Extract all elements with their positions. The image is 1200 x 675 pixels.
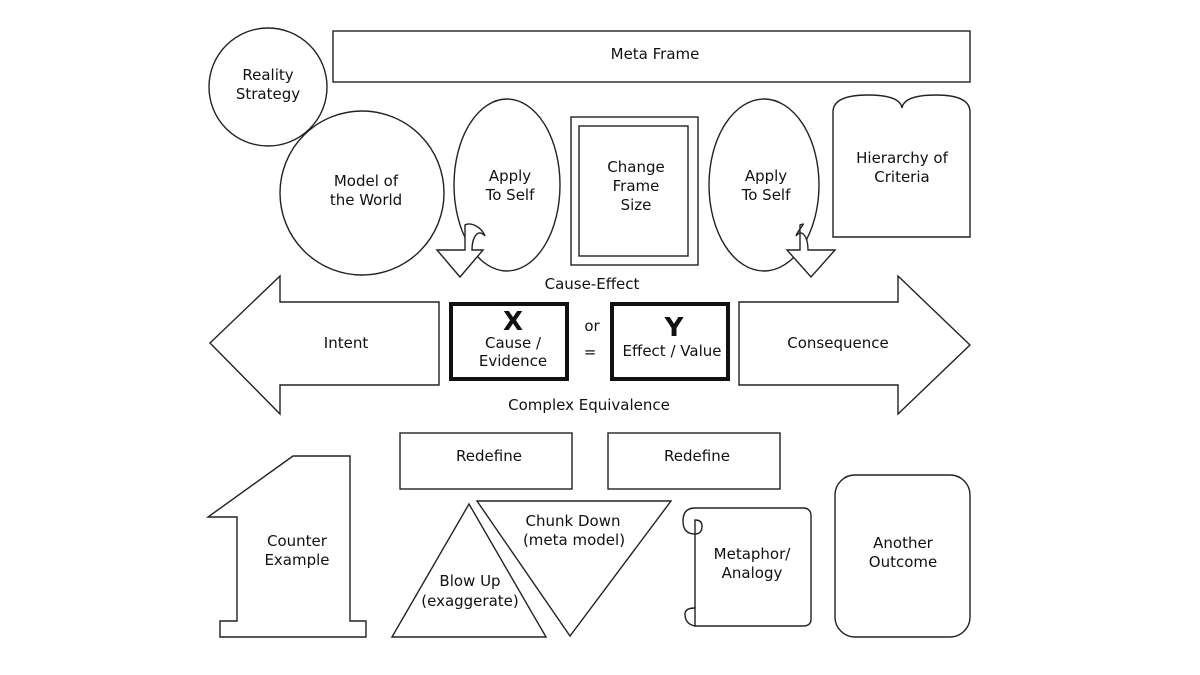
apply-to-self-right-arrow (785, 223, 837, 279)
metaphor-scroll-curl (682, 507, 703, 608)
meta-frame-box (332, 30, 971, 83)
hierarchy-of-criteria-shape (832, 94, 971, 238)
another-outcome-line-1: Another (873, 534, 934, 552)
x-box-line-1: Cause / (485, 334, 542, 352)
chunk-down-line-1: Chunk Down (526, 512, 621, 530)
another-outcome-node: Another Outcome (834, 474, 971, 638)
intent-label: Intent (324, 334, 369, 352)
blow-up-triangle (390, 502, 548, 638)
metaphor-line-1: Metaphor/ (714, 545, 792, 563)
metaphor-scroll-body (684, 507, 812, 627)
y-box-node: Y Effect / Value (610, 302, 730, 381)
x-box-line-2: Evidence (479, 352, 547, 370)
counter-example-line-1: Counter (267, 532, 328, 550)
reality-strategy-node: Reality Strategy (208, 27, 328, 147)
cause-effect-label: Cause-Effect (545, 275, 640, 293)
blow-up-node: Blow Up (exaggerate) (390, 502, 548, 638)
redefine-left-node: Redefine (399, 432, 573, 490)
counter-example-line-2: Example (264, 551, 329, 569)
change-frame-size-inner (578, 125, 689, 257)
intent-arrow (209, 274, 440, 416)
change-frame-size-line-2: Frame (613, 177, 660, 195)
hierarchy-of-criteria-line-2: Criteria (874, 168, 929, 186)
or-label: or (584, 317, 600, 335)
apply-to-self-right-line-1: Apply (745, 167, 787, 185)
apply-to-self-right-ellipse (708, 98, 820, 272)
apply-to-self-right-node: Apply To Self (708, 98, 837, 279)
change-frame-size-line-1: Change (607, 158, 664, 176)
redefine-left-label: Redefine (456, 447, 522, 465)
hierarchy-of-criteria-node: Hierarchy of Criteria (832, 94, 971, 238)
counter-example-shape (205, 455, 367, 638)
consequence-node: Consequence (738, 274, 972, 416)
y-box (610, 302, 730, 381)
y-symbol: Y (664, 313, 685, 343)
chunk-down-triangle (475, 500, 673, 638)
consequence-arrow (738, 274, 972, 416)
consequence-label: Consequence (787, 334, 888, 352)
y-box-label: Effect / Value (623, 342, 722, 360)
apply-to-self-left-node: Apply To Self (435, 98, 561, 279)
x-symbol: X (503, 307, 523, 337)
model-of-world-line-2: the World (330, 191, 402, 209)
redefine-right-box (607, 432, 781, 490)
apply-to-self-left-arrow (435, 223, 486, 279)
model-of-world-node: Model of the World (279, 110, 445, 276)
reality-strategy-line-2: Strategy (236, 85, 300, 103)
equals-label: = (584, 343, 597, 361)
complex-equivalence-label: Complex Equivalence (508, 396, 670, 414)
redefine-right-node: Redefine (607, 432, 781, 490)
chunk-down-node: Chunk Down (meta model) (475, 500, 673, 638)
apply-to-self-left-line-1: Apply (489, 167, 531, 185)
counter-example-node: Counter Example (205, 455, 367, 638)
meta-frame-node: Meta Frame (332, 30, 971, 83)
blow-up-line-2: (exaggerate) (421, 592, 518, 610)
change-frame-size-line-3: Size (621, 196, 652, 214)
chunk-down-line-2: (meta model) (523, 531, 625, 549)
model-of-world-circle (279, 110, 445, 276)
x-box-node: X Cause / Evidence (449, 302, 569, 381)
redefine-left-box (399, 432, 573, 490)
model-of-world-line-1: Model of (334, 172, 399, 190)
another-outcome-line-2: Outcome (869, 553, 937, 571)
metaphor-node: Metaphor/ Analogy (682, 507, 812, 627)
apply-to-self-left-line-2: To Self (485, 186, 535, 204)
intent-node: Intent (209, 274, 440, 416)
metaphor-line-2: Analogy (722, 564, 783, 582)
apply-to-self-left-ellipse (453, 98, 561, 272)
change-frame-size-node: Change Frame Size (570, 116, 699, 266)
another-outcome-box (834, 474, 971, 638)
x-box (449, 302, 569, 381)
hierarchy-of-criteria-line-1: Hierarchy of (856, 149, 948, 167)
blow-up-line-1: Blow Up (439, 572, 500, 590)
reality-strategy-circle (208, 27, 328, 147)
redefine-right-label: Redefine (664, 447, 730, 465)
apply-to-self-right-line-2: To Self (741, 186, 791, 204)
reality-strategy-line-1: Reality (242, 66, 293, 84)
meta-frame-label: Meta Frame (611, 45, 700, 63)
